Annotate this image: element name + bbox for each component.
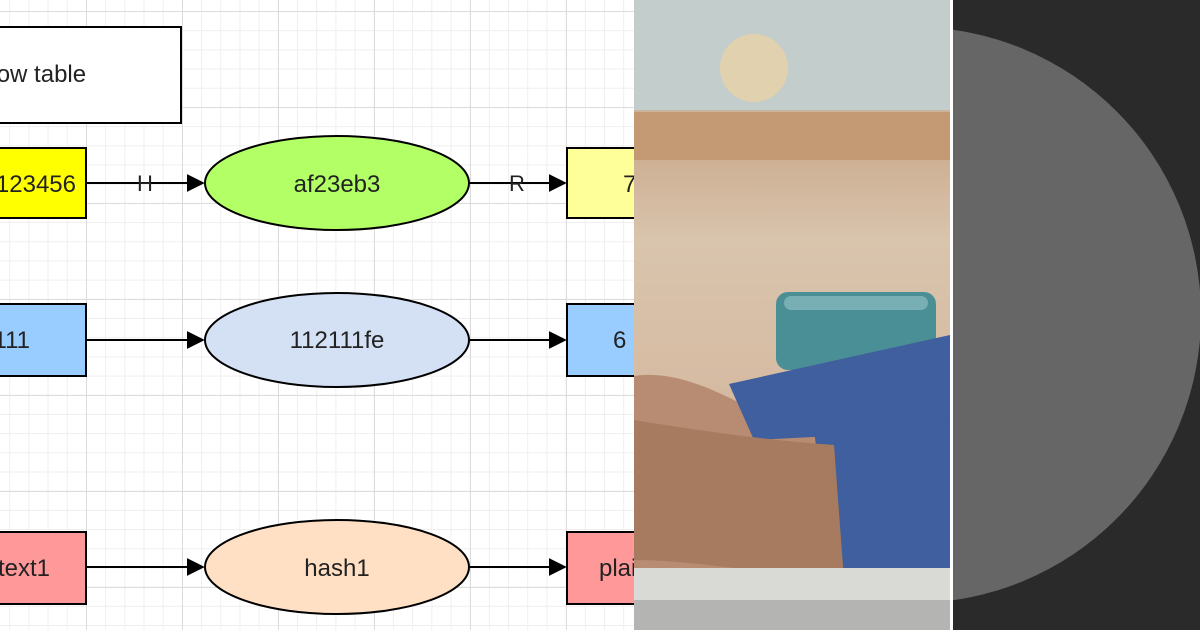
decor-panel xyxy=(953,0,1200,630)
title-box-label: Rainbow table xyxy=(0,61,86,88)
photo-shelf xyxy=(634,112,950,160)
row-1-plaintext-label: 123456 xyxy=(0,171,76,198)
row-1-reduced-label: 7 xyxy=(623,171,634,198)
row-2-reduced-box xyxy=(566,303,634,377)
row-3-plaintext-box xyxy=(0,531,87,605)
row-1-reduce-label: R xyxy=(509,171,525,196)
decor-half-circle xyxy=(953,29,1200,601)
rainbow-table-diagram: Rainbow table 123456 H af23eb3 R 7 11111… xyxy=(0,26,634,615)
row-3-reduced-box xyxy=(566,531,634,605)
row-1-reduced-box xyxy=(566,147,634,219)
chain-row-2: 111111 112111fe 6 xyxy=(0,292,634,388)
photo-shirt-cuff-upper xyxy=(729,335,950,440)
photo-laptop-edge xyxy=(634,600,950,630)
photo-mug-rim xyxy=(784,296,928,310)
photo-hand xyxy=(634,420,844,580)
panel-divider xyxy=(950,0,953,630)
row-2-reduced-label: 6 xyxy=(613,327,626,354)
chain-row-1: 123456 H af23eb3 R 7 xyxy=(0,135,634,231)
diagram-panel: Rainbow table 123456 H af23eb3 R 7 11111… xyxy=(0,0,634,630)
row-1-hash-value: af23eb3 xyxy=(294,171,381,198)
row-1-hash-label: H xyxy=(137,171,153,196)
title-box xyxy=(0,26,182,124)
chain-row-3: plaintext1 hash1 plaintext2 xyxy=(0,519,634,615)
row-3-hash-value: hash1 xyxy=(304,555,369,582)
decor-graphic xyxy=(953,29,1200,601)
photo-bokeh-light xyxy=(720,34,788,102)
row-3-plaintext-label: plaintext1 xyxy=(0,555,50,582)
photo-window-light xyxy=(634,0,950,110)
row-2-hash-value: 112111fe xyxy=(290,327,385,354)
photo-shirt-sleeve xyxy=(814,420,950,600)
typing-photo xyxy=(634,0,950,630)
row-3-reduced-label: plaintext2 xyxy=(599,555,634,582)
row-1-plaintext-box xyxy=(0,147,87,219)
row-2-plaintext-label: 111111 xyxy=(0,327,30,354)
photo-panel xyxy=(634,0,950,630)
